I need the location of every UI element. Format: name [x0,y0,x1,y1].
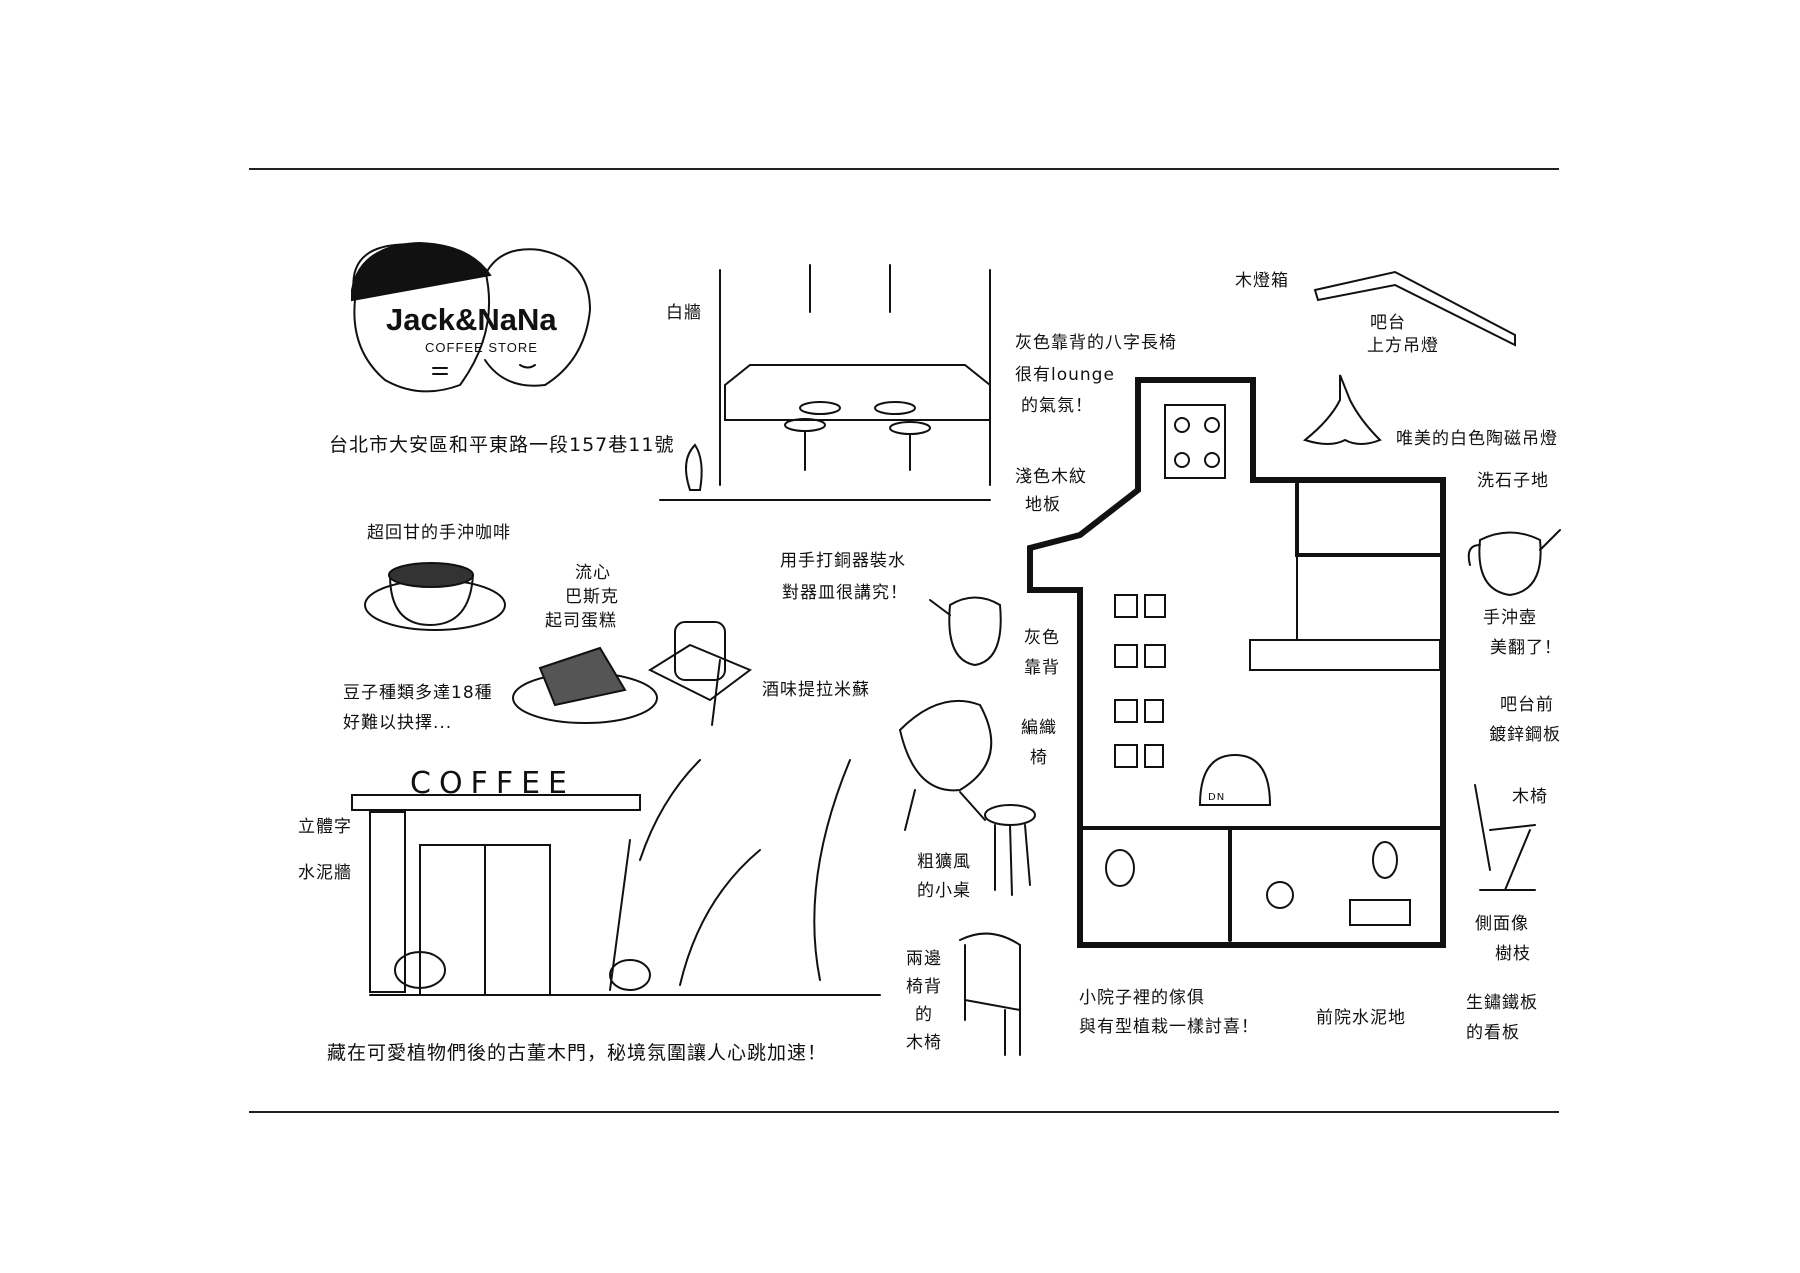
ceramic-lamp-drawing [1302,374,1382,445]
logo-drawing [351,241,592,393]
label-wood-lightbox: 木燈箱 [1235,271,1289,291]
label-woven-2: 椅 [1030,748,1048,768]
label-bar-light-2: 上方吊燈 [1367,336,1439,356]
label-tiramisu: 酒味提拉米蘇 [762,680,870,700]
logo-subtitle: COFFEE STORE [425,340,538,355]
top-divider [249,168,1559,170]
pour-over-kettle-drawing [1467,529,1561,597]
label-grey-back-1: 灰色 [1024,628,1060,648]
label-armchair-3: 的 [915,1005,933,1025]
coffee-cup-drawing [364,562,506,631]
label-beans-2: 好難以抉擇... [343,713,453,733]
label-ceramic-lamp: 唯美的白色陶磁吊燈 [1396,429,1558,449]
label-rustic-1: 粗獷風 [917,852,971,872]
label-floor-1: 淺色木紋 [1015,467,1087,487]
storefront-drawing [351,759,881,996]
label-kettle-2: 美翻了！ [1490,638,1562,658]
label-bar-light-1: 吧台 [1370,313,1406,333]
tiramisu-drawing [647,621,752,726]
label-cake-2: 巴斯克 [565,587,619,607]
label-cake-3: 起司蛋糕 [545,611,617,631]
cheesecake-drawing [512,646,658,724]
booth-drawing [659,264,991,501]
lightbox-drawing [1313,270,1516,347]
branch-chair-drawing [1474,784,1536,891]
bottom-divider [249,1111,1559,1113]
label-floor-2: 地板 [1025,495,1061,515]
label-bench-3: 的氣氛！ [1021,396,1093,416]
address: 台北市大安區和平東路一段157巷11號 [329,434,675,456]
copper-kettle-drawing [929,596,1002,667]
storefront-sign: COFFEE [410,766,575,801]
label-rustic-2: 的小桌 [917,881,971,901]
woven-chair-drawing [898,699,1036,896]
label-branch-2: 樹枝 [1495,944,1531,964]
label-bench-1: 灰色靠背的八字長椅 [1015,333,1177,353]
label-white-wall: 白牆 [666,303,702,323]
label-bar-front-1: 吧台前 [1500,695,1554,715]
label-bench-2: 很有lounge [1015,365,1115,385]
label-pour-over: 超回甘的手沖咖啡 [367,523,511,543]
logo-name: Jack&NaNa [386,302,557,337]
label-yard-2: 與有型植栽一樣討喜！ [1079,1017,1259,1037]
label-armchair-1: 兩邊 [906,949,942,969]
floor-plan [1027,377,1446,948]
label-beans-1: 豆子種類多達18種 [343,683,493,703]
label-copper-1: 用手打銅器裝水 [780,551,906,571]
label-branch-1: 側面像 [1475,914,1529,934]
label-armchair-2: 椅背 [906,977,942,997]
label-kettle-1: 手沖壺 [1483,608,1537,628]
label-terrazzo: 洗石子地 [1477,471,1549,491]
door-caption: 藏在可愛植物們後的古董木門，秘境氛圍讓人心跳加速！ [327,1042,828,1064]
label-rust-sign-2: 的看板 [1466,1023,1520,1043]
label-cement-wall: 水泥牆 [298,863,352,883]
label-cake-1: 流心 [575,563,611,583]
label-copper-2: 對器皿很講究！ [782,583,908,603]
label-letters: 立體字 [298,817,352,837]
armchair-drawing [959,932,1021,1056]
stairs-down-label: DN [1208,792,1226,803]
label-yard-1: 小院子裡的傢俱 [1079,988,1205,1008]
label-rust-sign-1: 生鏽鐵板 [1466,993,1538,1013]
label-wood-chair: 木椅 [1512,787,1548,807]
label-grey-back-2: 靠背 [1024,658,1060,678]
label-bar-front-2: 鍍鋅鋼板 [1489,725,1561,745]
label-woven-1: 編織 [1021,718,1057,738]
label-armchair-4: 木椅 [906,1033,942,1053]
label-front-yard: 前院水泥地 [1316,1008,1406,1028]
